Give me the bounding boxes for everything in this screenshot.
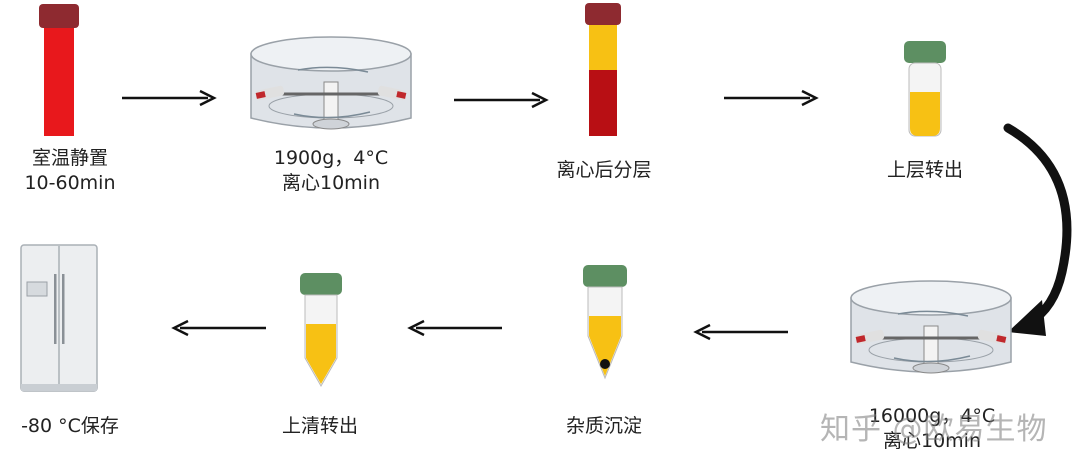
supernatant-tube-icon [298,272,344,388]
arrow-left-1 [690,322,790,346]
arrow-curve-down [1000,122,1080,346]
step-label-7: 上清转出 [281,415,358,437]
step-label-8: -80 °C保存 [21,415,119,437]
centrifuge-icon-2 [848,278,1014,382]
centrifuge-icon [248,34,414,138]
step-label-6: 杂质沉淀 [565,415,642,437]
freezer-icon [20,244,100,394]
upper-layer-tube-icon [902,40,948,138]
arrow-left-2 [404,318,504,342]
blood-tube-icon [38,3,82,138]
arrow-right-1 [120,88,220,112]
arrow-right-3 [722,88,822,112]
watermark: 知乎 @欧易生物 [820,412,1048,447]
precipitate-tube-icon [580,264,630,380]
arrow-left-3 [168,318,268,342]
arrow-right-2 [452,90,552,114]
separated-tube-icon [584,2,624,137]
step-label-4: 上层转出 [886,159,963,181]
step-label-3: 离心后分层 [556,159,652,181]
